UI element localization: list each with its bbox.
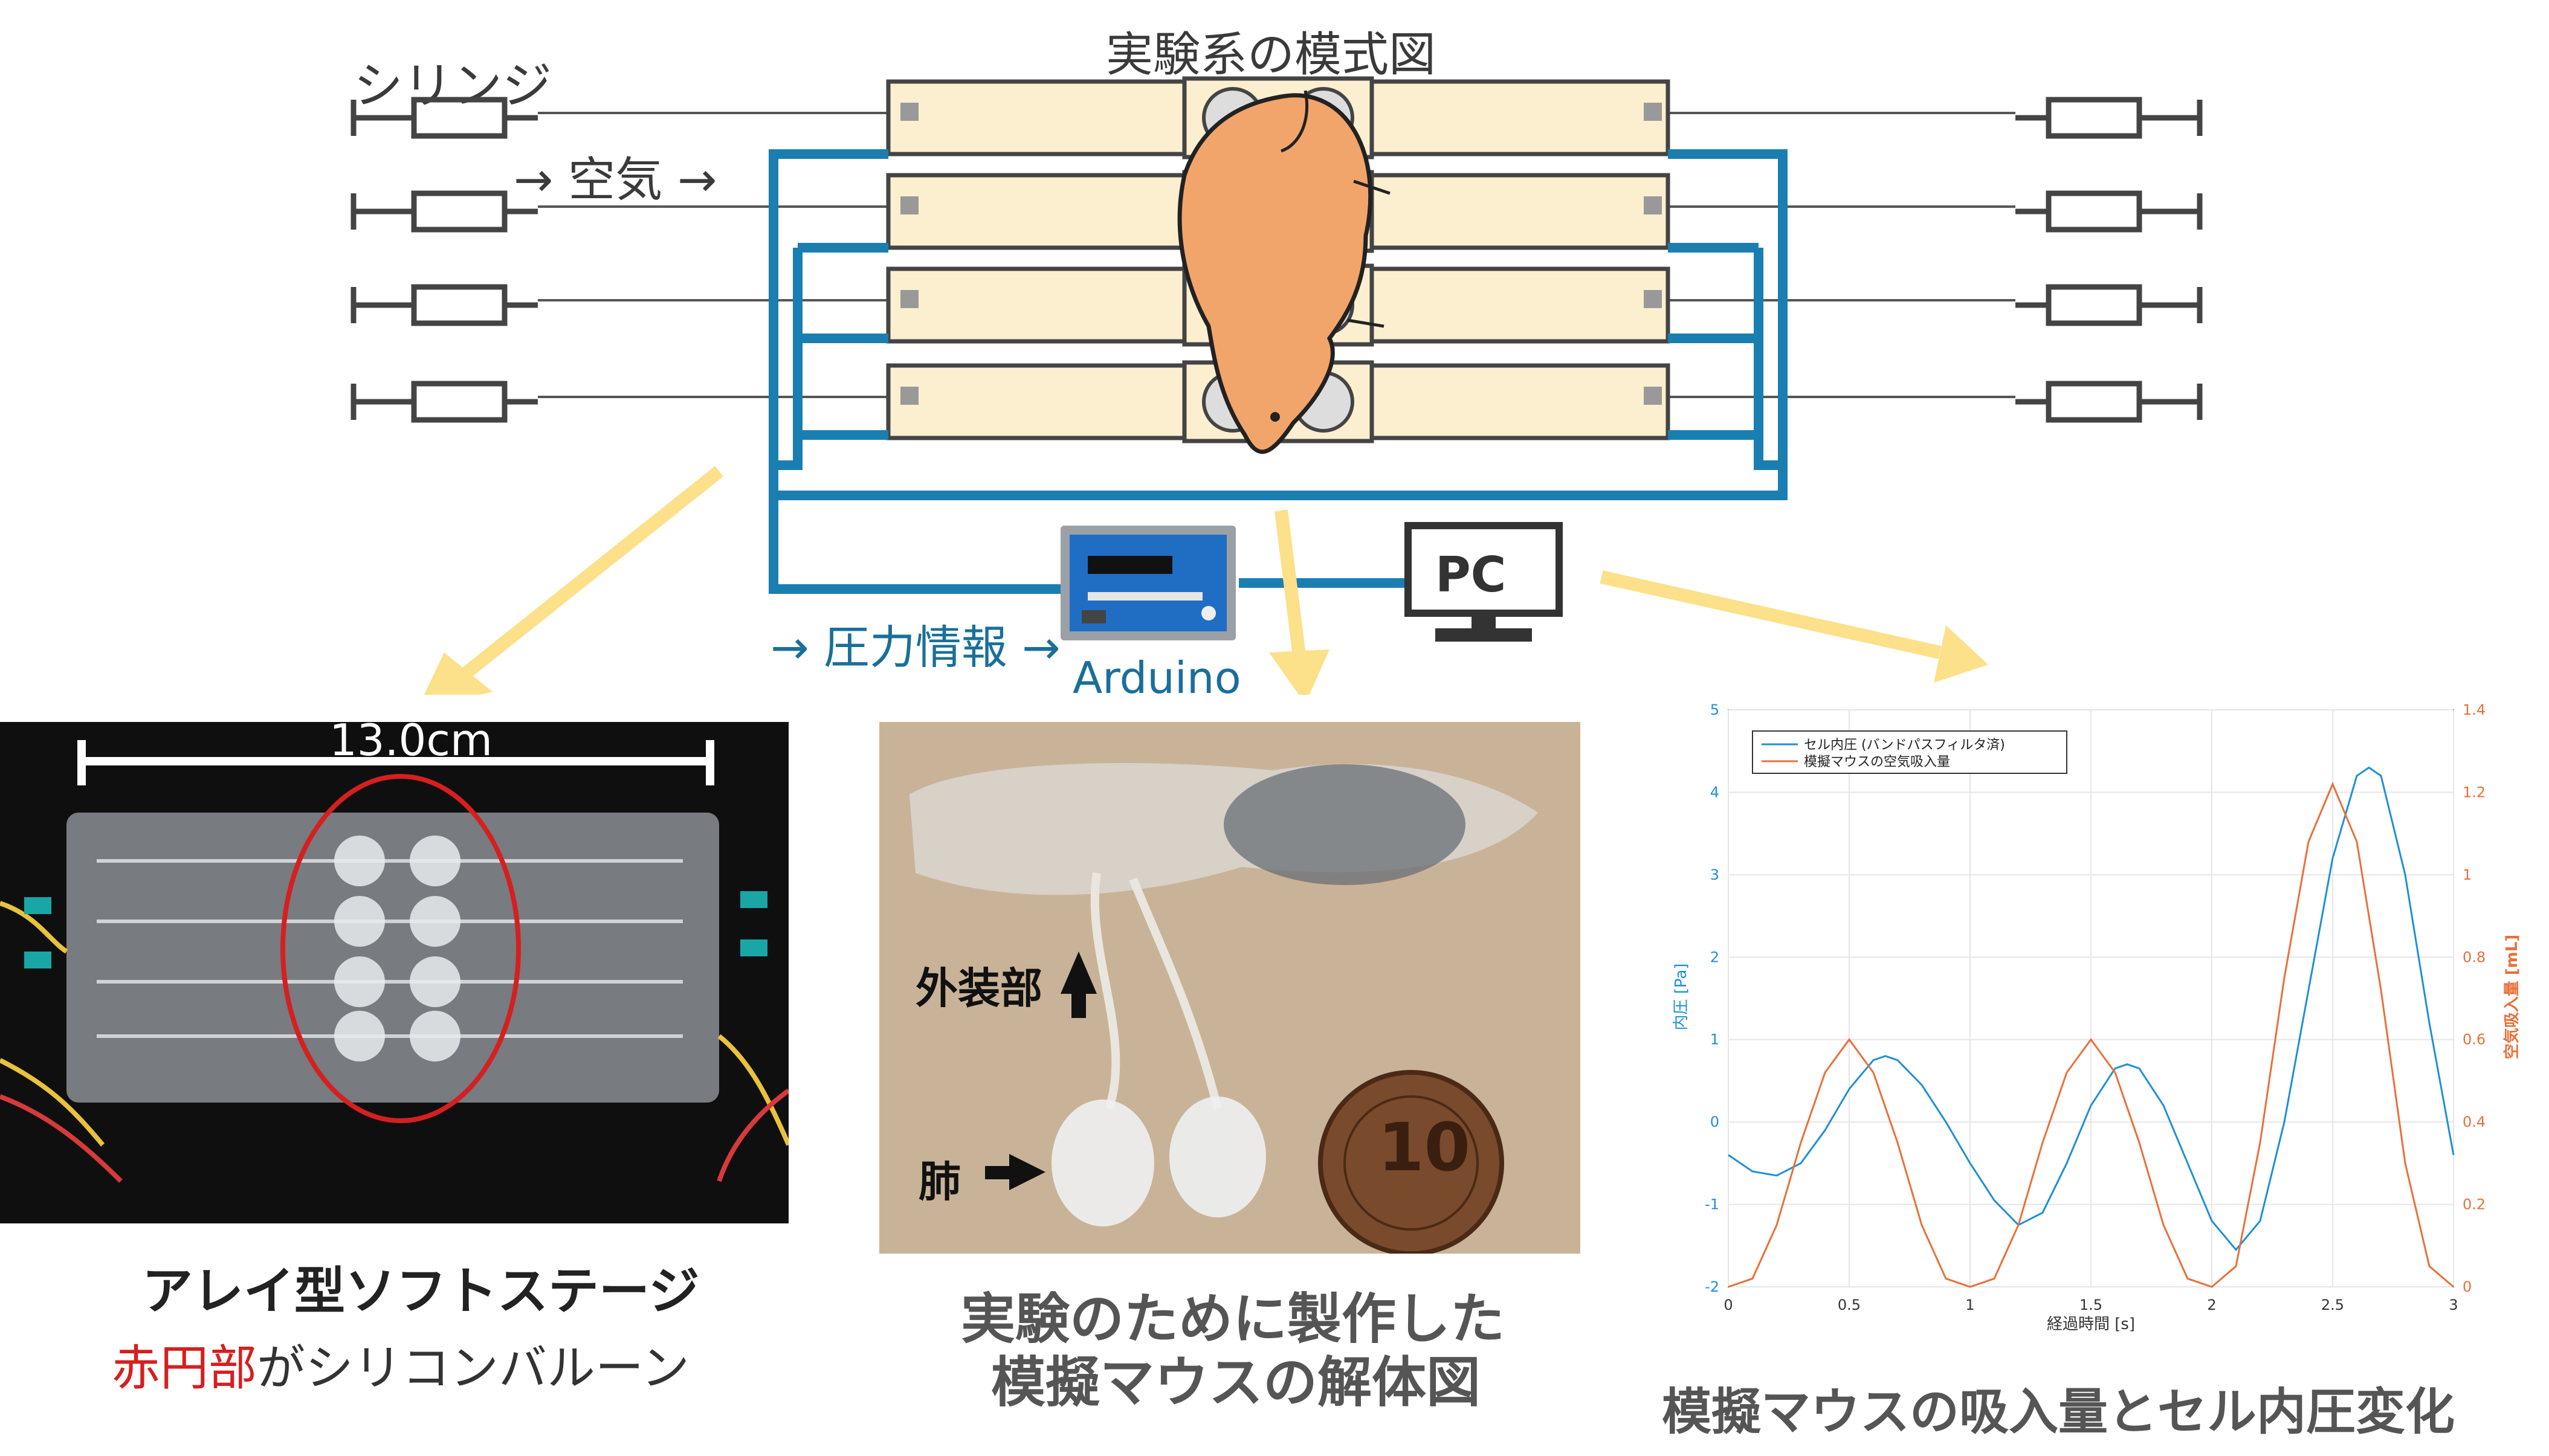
red-circle-note: 赤円部 <box>112 1340 257 1396</box>
port-right <box>1644 387 1662 405</box>
chart-grid <box>1728 709 2454 1287</box>
arduino-board-icon <box>1061 526 1236 640</box>
y2-tick-label: 1.4 <box>2463 701 2486 718</box>
pc-monitor-icon <box>1404 522 1563 642</box>
y-tick-label: 2 <box>1710 949 1719 965</box>
y-tick-label: 0 <box>1710 1113 1719 1130</box>
x-tick-label: 0.5 <box>1838 1297 1861 1313</box>
soft-stage-photo: 13.0cm <box>0 722 789 1223</box>
pressure-pipes <box>769 149 1788 594</box>
lung-label: 肺 <box>919 1157 961 1206</box>
right-caption: 模擬マウスの吸入量とセル内圧変化 <box>1662 1384 2455 1441</box>
syringe-barrel <box>2046 284 2142 326</box>
schematic-diagram <box>351 76 2203 695</box>
port-right <box>1644 196 1662 214</box>
soft-stage-render <box>0 740 789 1183</box>
middle-caption-line1: 実験のために製作した <box>961 1287 1505 1351</box>
port-left <box>900 103 919 121</box>
mouse-model-photo: 外装部 肺 10 <box>879 722 1580 1254</box>
x-tick-label: 1 <box>1965 1297 1974 1313</box>
y2-tick-label: 0.2 <box>2463 1196 2486 1213</box>
x-tick-label: 2 <box>2207 1297 2216 1313</box>
chart-legend: セル内圧 (バンドパスフィルタ済) 模擬マウスの空気吸入量 <box>1752 730 2067 774</box>
coin-number: 10 <box>1378 1109 1471 1186</box>
mouse-model-render <box>909 763 1538 1254</box>
y2-tick-label: 0.6 <box>2463 1031 2486 1048</box>
x-tick-label: 2.5 <box>2321 1297 2344 1313</box>
y-tick-label: 5 <box>1710 701 1719 718</box>
y2-tick-label: 1 <box>2463 866 2472 883</box>
port-left <box>900 290 919 308</box>
cell-block-left <box>886 363 1193 440</box>
syringe-barrel <box>2046 190 2142 233</box>
y2-axis-label: 空気吸入量 [mL] <box>2502 935 2521 1059</box>
legend-volume: 模擬マウスの空気吸入量 <box>1804 755 1950 770</box>
syringe-barrel <box>2046 381 2142 423</box>
flow-arrows <box>424 466 1988 695</box>
y2-tick-label: 1.2 <box>2463 784 2486 800</box>
syringe-barrel <box>411 284 508 326</box>
air-tubes <box>538 112 2015 398</box>
y-tick-label: -1 <box>1705 1196 1719 1213</box>
cell-block-right <box>1369 266 1670 344</box>
syringe-barrel <box>411 190 508 233</box>
syringe-label: シリンジ <box>354 57 552 115</box>
left-subcaption: 赤円部がシリコンバルーン <box>112 1329 690 1399</box>
syringe-barrel <box>2046 97 2142 139</box>
legend-pressure: セル内圧 (バンドパスフィルタ済) <box>1804 738 2005 753</box>
y2-tick-label: 0.4 <box>2463 1113 2486 1130</box>
middle-caption-line2: 模擬マウスの解体図 <box>991 1351 1481 1414</box>
syringe-barrel <box>411 97 508 139</box>
cell-block-left <box>886 173 1193 250</box>
cell-block-left <box>886 266 1193 344</box>
outer-part-label: 外装部 <box>916 964 1042 1013</box>
x-tick-label: 0 <box>1724 1297 1733 1313</box>
left-caption: アレイ型ソフトステージ <box>142 1261 700 1321</box>
right-syringes <box>2015 97 2203 423</box>
chart-ticks: 0 0.5 1 1.5 2 2.5 3 -2 -1 0 1 2 3 4 5 0 0.2 0.4 0.6 0.8 1 1.2… <box>1705 701 2486 1313</box>
y-tick-label: -2 <box>1705 1278 1719 1295</box>
port-left <box>900 196 919 214</box>
x-tick-label: 3 <box>2449 1297 2458 1313</box>
cell-block-left <box>886 79 1193 156</box>
x-axis-label: 経過時間 [s] <box>2047 1315 2135 1333</box>
y-tick-label: 1 <box>1710 1031 1719 1048</box>
pc-label: PC <box>1435 547 1507 603</box>
series-pressure-line <box>1728 766 2455 1251</box>
left-syringes <box>351 97 538 423</box>
y2-tick-label: 0.8 <box>2463 949 2486 965</box>
syringe-barrel <box>411 381 508 423</box>
port-left <box>900 387 919 405</box>
measure-label: 13.0cm <box>329 722 493 765</box>
air-label: → 空気 → <box>514 153 717 207</box>
cell-block-right <box>1369 79 1670 156</box>
series-volume-line <box>1728 781 2454 1288</box>
port-right <box>1644 290 1662 308</box>
y-axis-label: 内圧 [Pa] <box>1672 964 1690 1031</box>
x-tick-label: 1.5 <box>2079 1297 2102 1313</box>
y-tick-label: 4 <box>1710 784 1719 800</box>
balloon-note: がシリコンバルーン <box>257 1340 690 1396</box>
diagram-title: 実験系の模式図 <box>1106 28 1436 82</box>
pressure-label: → 圧力情報 → <box>771 620 1061 674</box>
arduino-label: Arduino <box>1073 652 1241 703</box>
y-tick-label: 3 <box>1710 866 1719 883</box>
y2-tick-label: 0 <box>2463 1278 2472 1295</box>
pressure-volume-chart: 0 0.5 1 1.5 2 2.5 3 -2 -1 0 1 2 3 4 5 0 0.2 0.4 0.6 0.8 1 1.2… <box>1672 701 2521 1333</box>
cell-block-right <box>1369 173 1670 250</box>
cell-block-right <box>1369 363 1670 440</box>
port-right <box>1644 103 1662 121</box>
mouse-illustration <box>1177 90 1391 454</box>
chart-series <box>1728 766 2455 1288</box>
